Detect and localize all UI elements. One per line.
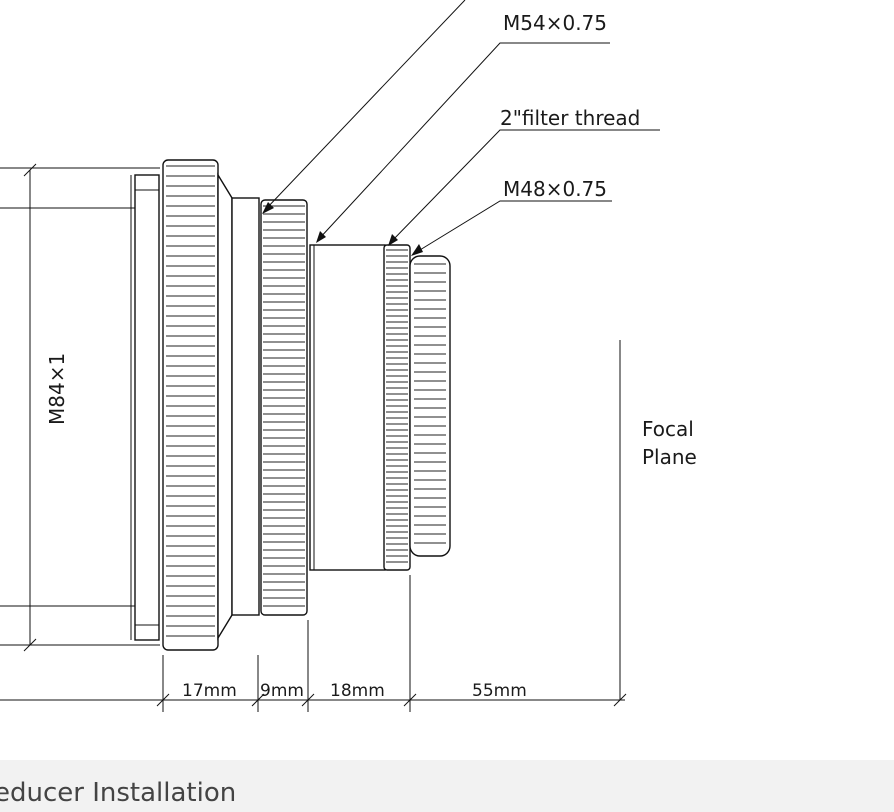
middle-ring-knurling (263, 205, 305, 607)
bottom-dimensions (0, 575, 627, 712)
label-focal: Focal (642, 417, 694, 441)
label-m54: M54×0.75 (503, 11, 607, 35)
dimension-17mm: 17mm (182, 681, 237, 701)
end-cap-knurling (414, 263, 446, 544)
dimension-55mm: 55mm (472, 681, 527, 701)
m84-dimension (0, 163, 160, 652)
smooth-tube (309, 244, 386, 571)
small-knurled-ring (383, 244, 411, 571)
caption-bar: educer Installation (0, 760, 894, 812)
telescope-body (0, 174, 160, 641)
middle-knurled-ring (260, 199, 308, 616)
small-ring-knurling (386, 249, 408, 563)
dimension-9mm: 9mm (260, 681, 304, 701)
label-plane: Plane (642, 445, 697, 469)
caption-text: educer Installation (0, 778, 237, 808)
label-filter-thread: 2"filter thread (500, 106, 640, 130)
installation-diagram: M54×0.75 2"filter thread M48×0.75 M84×1 … (0, 0, 697, 712)
end-cap (409, 255, 451, 557)
large-ring-knurling (166, 165, 215, 637)
dimension-18mm: 18mm (330, 681, 385, 701)
label-m48: M48×0.75 (503, 177, 607, 201)
label-m84: M84×1 (45, 353, 69, 425)
connector-1 (217, 172, 260, 641)
leader-lines (262, 0, 660, 256)
